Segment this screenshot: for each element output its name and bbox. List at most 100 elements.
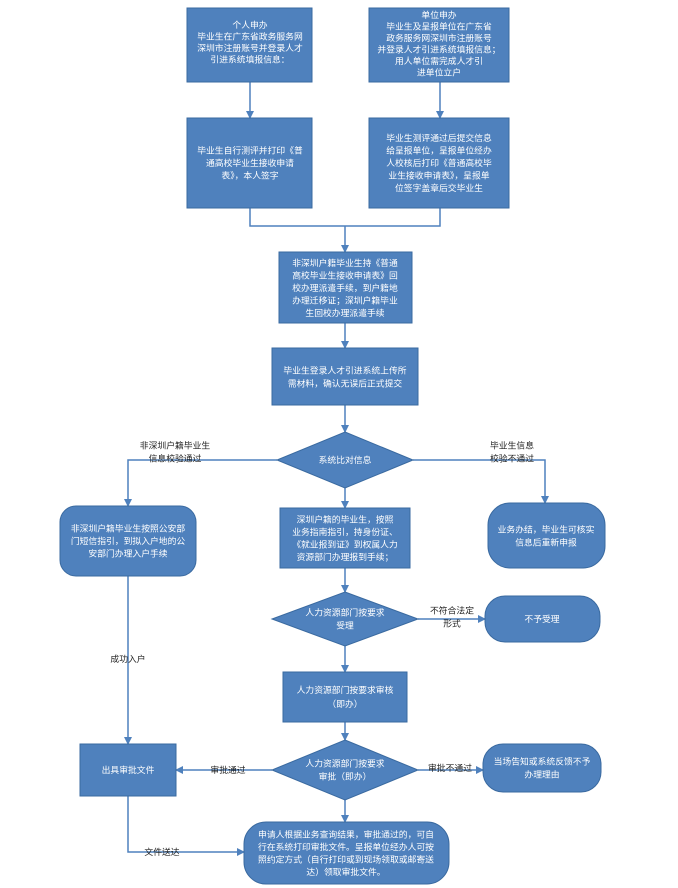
final-text-line: 申请人根据业务查询结果，审批通过的，可自	[258, 828, 434, 840]
nodes	[59, 7, 606, 885]
info-fail-end-text-line: 信息后重新申报	[515, 537, 577, 549]
dispatch-text-line: 高校毕业生接收申请表》回	[292, 270, 398, 282]
report-text: 深圳户籍的毕业生，按照业务指南指引，持身份证、《就业报到证》到权属人力资源部门办…	[292, 513, 398, 563]
final-box	[243, 821, 450, 885]
label-non-shenzhen-pass: 非深圳户籍毕业生信息校验通过	[140, 440, 211, 465]
final-text-line: 行在系统打印审批文件。呈报单位经办人可按	[258, 841, 434, 853]
reject-text-line: 不予受理	[524, 613, 559, 625]
personal-apply-text-line: 引进系统填报信息：	[210, 54, 289, 66]
unit-print-text-line: 业生接收申请表》，呈报单	[388, 170, 489, 182]
dispatch-text-line: 办理迁移证；深圳户籍毕业	[292, 295, 398, 307]
upload-text-line: 毕业生登录人才引进系统上传所	[283, 365, 406, 377]
reject-text: 不予受理	[524, 613, 559, 625]
police-text: 非深圳户籍毕业生按照公安部门短信指引，到拟入户地的公安部门办理入户手续	[71, 523, 186, 560]
self-print-text-line: 通高校毕业生接收申请	[206, 157, 294, 169]
hr-accept-text-line: 受理	[336, 620, 354, 632]
police-box	[59, 505, 197, 577]
info-fail-end-text-line: 业务办结，毕业生可核实	[498, 524, 595, 536]
hr-accept-text: 人力资源部门按要求受理	[305, 607, 384, 632]
personal-apply-box	[186, 7, 313, 83]
report-text-line: 资源部门办理报到手续；	[297, 551, 394, 563]
label-info-fail: 毕业生信息校验不通过	[490, 440, 534, 465]
compare-diamond	[275, 431, 415, 489]
report-text-line: 深圳户籍的毕业生，按照	[297, 513, 394, 525]
upload-text-line: 需材料，确认无误后正式提交	[288, 378, 403, 390]
dispatch-box	[278, 251, 413, 324]
hr-review-text-line: （即办）	[327, 698, 362, 710]
info-fail-end-box	[487, 502, 606, 569]
unit-apply-text-line: 并登录人才引进系统填报信息；	[377, 44, 500, 56]
personal-apply-text-line: 个人申办	[232, 19, 267, 31]
unit-apply-text-line: 政务服务网深圳市注册账号	[386, 32, 492, 44]
report-text-line: 《就业报到证》到权属人力	[292, 538, 398, 550]
hr-review-text-line: 人力资源部门按要求审核	[297, 684, 394, 696]
hr-approve-diamond	[270, 739, 420, 801]
label-info-fail-line: 校验不通过	[490, 453, 534, 465]
notify-text-line: 办理理由	[524, 769, 559, 781]
unit-apply-box	[368, 7, 510, 83]
label-not-approved: 审批不通过	[428, 762, 472, 774]
report-text-line: 业务指南指引，持身份证、	[292, 526, 398, 538]
upload-box	[271, 347, 419, 406]
hr-approve-text-line: 审批（即办）	[319, 771, 372, 783]
issue-text: 出具审批文件	[102, 764, 155, 776]
connector-issue-to-final	[127, 796, 245, 856]
dispatch-text-line: 校办理派遣手续，到户籍地	[292, 282, 398, 294]
dispatch-text-line: 生回校办理派遣手续	[305, 307, 384, 319]
upload-text: 毕业生登录人才引进系统上传所需材料，确认无误后正式提交	[283, 365, 406, 390]
issue-text-line: 出具审批文件	[102, 764, 155, 776]
label-info-fail-line: 毕业生信息	[490, 440, 534, 452]
label-not-approved-line: 审批不通过	[428, 762, 472, 774]
notify-box	[482, 743, 602, 793]
final-text: 申请人根据业务查询结果，审批通过的，可自行在系统打印审批文件。呈报单位经办人可按…	[258, 828, 434, 878]
unit-print-text-line: 位签字盖章后交毕业生	[395, 182, 483, 194]
personal-apply-text-line: 深圳市注册账号并登录人才	[197, 42, 303, 54]
hr-approve-text: 人力资源部门按要求审批（即办）	[305, 758, 384, 783]
label-success-settle: 成功入户	[110, 653, 145, 665]
self-print-box	[186, 117, 313, 209]
final-text-line: 达）领取审批文件。	[306, 866, 385, 878]
dispatch-text-line: 非深圳户籍毕业生持《普通	[292, 257, 398, 269]
unit-apply-text-line: 进单位立户	[417, 67, 461, 79]
label-not-compliant-line: 不符合法定	[430, 605, 474, 617]
unit-print-text-line: 毕业生测评通过后提交信息	[386, 132, 492, 144]
unit-print-text: 毕业生测评通过后提交信息给呈报单位，呈报单位经办人校核后打印《普通高校毕业生接收…	[386, 132, 492, 194]
unit-apply-text-line: 单位申办	[421, 9, 456, 21]
connector-labels: 非深圳户籍毕业生信息校验通过 毕业生信息校验不通过 不符合法定形式 成功入户 审…	[110, 440, 534, 859]
self-print-text: 毕业生自行测评并打印《普通高校毕业生接收申请表》，本人签字	[197, 145, 303, 182]
unit-print-text-line: 给呈报单位，呈报单位经办	[386, 145, 492, 157]
self-print-text-line: 毕业生自行测评并打印《普	[197, 145, 303, 157]
self-print-text-line: 表》，本人签字	[221, 170, 278, 182]
police-text-line: 安部门办理入户手续	[88, 548, 167, 560]
connector-compare-to-police	[124, 459, 277, 507]
connector-print-merge	[249, 208, 441, 227]
hr-approve-text-line: 人力资源部门按要求	[305, 758, 384, 770]
dispatch-text: 非深圳户籍毕业生持《普通高校毕业生接收申请表》回校办理派遣手续，到户籍地办理迁移…	[292, 257, 398, 319]
hr-accept-text-line: 人力资源部门按要求	[305, 607, 384, 619]
unit-apply-text-line: 毕业生及呈报单位在广东省	[386, 21, 492, 33]
unit-print-box	[368, 117, 510, 209]
label-doc-delivery: 文件送达	[144, 846, 179, 858]
personal-apply-text: 个人申办毕业生在广东省政务服务网深圳市注册账号并登录人才引进系统填报信息：	[197, 19, 303, 66]
unit-apply-text-line: 用人单位需完成人才引	[395, 55, 483, 67]
unit-apply-text: 单位申办毕业生及呈报单位在广东省政务服务网深圳市注册账号并登录人才引进系统填报信…	[377, 9, 500, 79]
label-approved-line: 审批通过	[210, 764, 245, 776]
hr-accept-diamond	[270, 591, 420, 647]
hr-review-text: 人力资源部门按要求审核 （即办）	[297, 684, 394, 710]
label-non-shenzhen-pass-line: 信息校验通过	[149, 453, 202, 465]
reject-box	[484, 595, 601, 643]
info-fail-end-text: 业务办结，毕业生可核实信息后重新申报	[498, 524, 595, 549]
notify-text-line: 当场告知或系统反馈不予	[494, 756, 591, 768]
connectors	[124, 82, 549, 856]
police-text-line: 门短信指引，到拟入户地的公	[71, 535, 186, 547]
connector-compare-to-fail	[413, 459, 549, 504]
final-text-line: 照约定方式（自行打印或到现场领取或邮寄送	[258, 853, 434, 865]
personal-apply-text-line: 毕业生在广东省政务服务网	[197, 31, 303, 43]
notify-text: 当场告知或系统反馈不予办理理由	[494, 756, 591, 781]
issue-box	[79, 743, 177, 797]
unit-print-text-line: 人校核后打印《普通高校毕	[386, 157, 492, 169]
label-non-shenzhen-pass-line: 非深圳户籍毕业生	[140, 440, 211, 452]
label-success-settle-line: 成功入户	[110, 653, 145, 665]
label-not-compliant-line: 形式	[443, 618, 461, 630]
